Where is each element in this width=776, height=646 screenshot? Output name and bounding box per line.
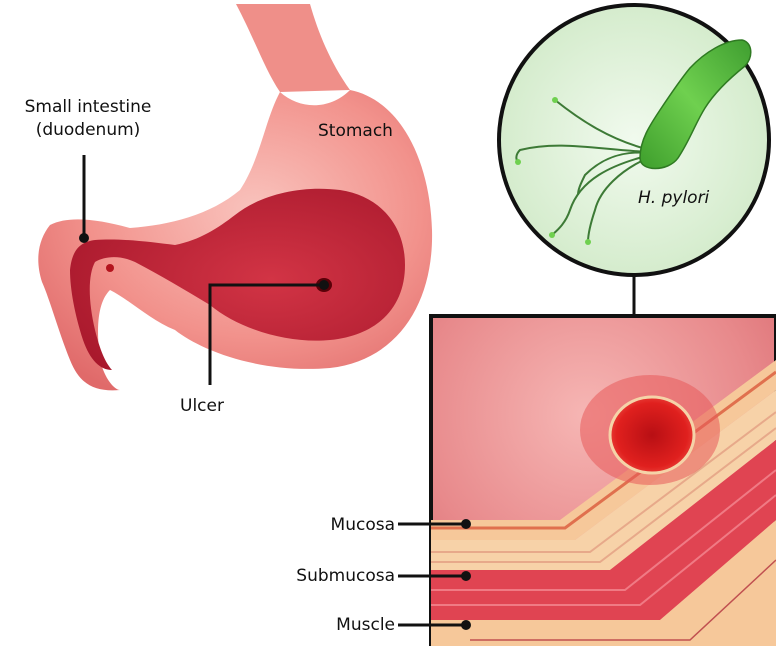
- submucosa-label: Submucosa: [296, 565, 395, 588]
- submucosa-leader-dot: [461, 571, 471, 581]
- hpylori-magnification: [499, 5, 769, 275]
- intestine-leader-dot: [79, 233, 89, 243]
- hpylori-label: H. pylori: [638, 187, 709, 210]
- ulcer-label: Ulcer: [180, 395, 224, 418]
- esophagus: [236, 4, 350, 92]
- mucosa-leader-dot: [461, 519, 471, 529]
- small-intestine-label: Small intestine (duodenum): [8, 96, 168, 142]
- intestine-spot: [106, 264, 114, 272]
- mucosa-label: Mucosa: [331, 514, 395, 537]
- small-intestine-label-line2: (duodenum): [8, 119, 168, 142]
- tissue-cross-section: [431, 316, 776, 646]
- muscle-label: Muscle: [336, 614, 395, 637]
- stomach-illustration: [38, 4, 432, 390]
- small-intestine-label-line1: Small intestine: [8, 96, 168, 119]
- muscle-leader-dot: [461, 620, 471, 630]
- tissue-ulcer: [610, 397, 694, 473]
- ulcer-leader-dot: [319, 280, 329, 290]
- stomach-label: Stomach: [318, 120, 393, 143]
